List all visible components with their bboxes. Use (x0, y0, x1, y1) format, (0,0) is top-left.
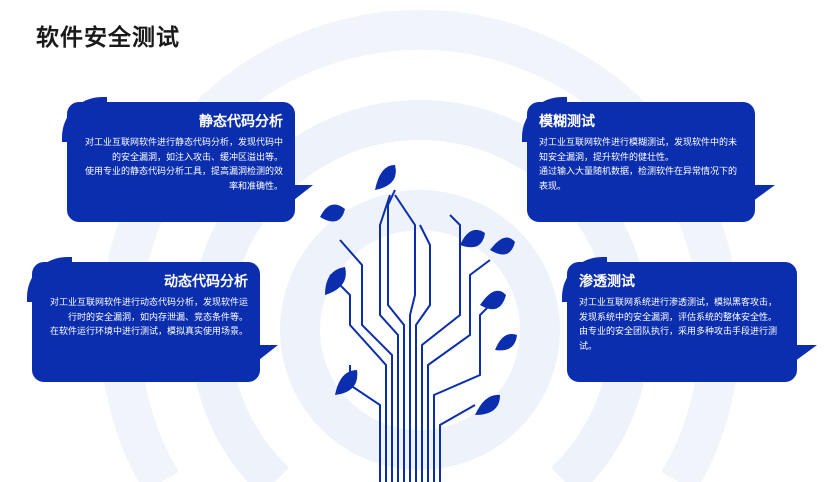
card-static-analysis: 静态代码分析 对工业互联网软件进行静态代码分析，发现代码中的安全漏洞，如注入攻击… (67, 102, 295, 222)
leaf-icon (325, 267, 346, 295)
card-text: 在软件运行环境中进行测试，模拟真实使用场景。 (49, 327, 248, 337)
leaf-icon (320, 204, 345, 222)
leaf-icon (475, 394, 500, 415)
card-fuzz-testing: 模糊测试 对工业互联网软件进行模糊测试，发现软件中的未知安全漏洞，提升软件的健壮… (527, 102, 755, 222)
leaf-icon (335, 370, 358, 395)
card-title: 模糊测试 (539, 114, 595, 130)
card-text: 对工业互联网软件进行静态代码分析，发现代码中的安全漏洞，如注入攻击、缓冲区溢出等… (84, 138, 283, 163)
card-title: 动态代码分析 (164, 274, 248, 290)
card-penetration-testing: 渗透测试 对工业互联网系统进行渗透测试，模拟黑客攻击，发现系统中的安全漏洞，评估… (567, 262, 797, 382)
card-title: 静态代码分析 (199, 114, 283, 130)
card-title: 渗透测试 (579, 274, 635, 290)
circuit-tree-graphic (320, 165, 517, 482)
card-text: 由专业的安全团队执行，采用多种攻击手段进行测试。 (579, 327, 778, 352)
card-text: 使用专业的静态代码分析工具，提高漏洞检测的效率和准确性。 (84, 167, 283, 192)
leaf-icon (490, 237, 515, 255)
leaf-icon (495, 334, 517, 351)
leaf-icon (460, 229, 485, 248)
card-text: 对工业互联网软件进行模糊测试，发现软件中的未知安全漏洞，提升软件的健壮性。 (539, 138, 738, 163)
leaf-icon (375, 165, 396, 190)
card-text: 对工业互联网系统进行渗透测试，模拟黑客攻击，发现系统中的安全漏洞，评估系统的整体… (579, 298, 778, 323)
leaf-icon (480, 290, 506, 310)
card-text: 对工业互联网软件进行动态代码分析，发现软件运行时的安全漏洞，如内存泄漏、竞态条件… (49, 298, 248, 323)
page-title: 软件安全测试 (36, 25, 180, 51)
card-dynamic-analysis: 动态代码分析 对工业互联网软件进行动态代码分析，发现软件运行时的安全漏洞，如内存… (32, 262, 260, 382)
card-text: 通过输入大量随机数据，检测软件在异常情况下的表现。 (539, 167, 738, 192)
background-ring (280, 190, 560, 470)
